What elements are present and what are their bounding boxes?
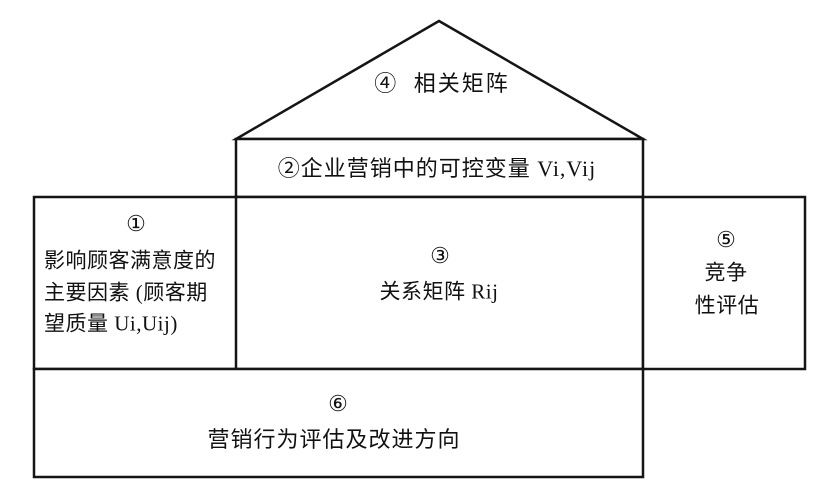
- marketing-evaluation-label: 营销行为评估及改进方向: [207, 427, 461, 452]
- customer-factors-line-3: 望质量 Ui,Uij): [44, 311, 178, 336]
- relationship-matrix-number: ③: [430, 243, 450, 268]
- competitive-assessment-line-2: 性评估: [694, 293, 760, 318]
- marketing-evaluation-box-shape: [32, 367, 645, 479]
- marketing-evaluation-number: ⑥: [328, 391, 348, 416]
- controllable-variables-label: ②企业营销中的可控变量 Vi,Vij: [277, 156, 597, 181]
- relationship-matrix-label: 关系矩阵 Rij: [379, 279, 499, 304]
- competitive-assessment-box-shape: [641, 195, 807, 371]
- roof-label: ④ 相关矩阵: [374, 71, 510, 96]
- customer-factors-number: ①: [126, 211, 146, 236]
- competitive-assessment-line-1: 竞争: [704, 260, 748, 285]
- customer-factors-line-2: 主要因素 (顾客期: [44, 280, 208, 305]
- relationship-matrix-box-shape: [234, 195, 645, 371]
- competitive-assessment-number: ⑤: [716, 227, 736, 252]
- customer-factors-box-shape: [32, 195, 240, 371]
- controllable-variables-box-shape: [234, 137, 645, 199]
- customer-factors-line-1: 影响顾客满意度的: [44, 248, 216, 273]
